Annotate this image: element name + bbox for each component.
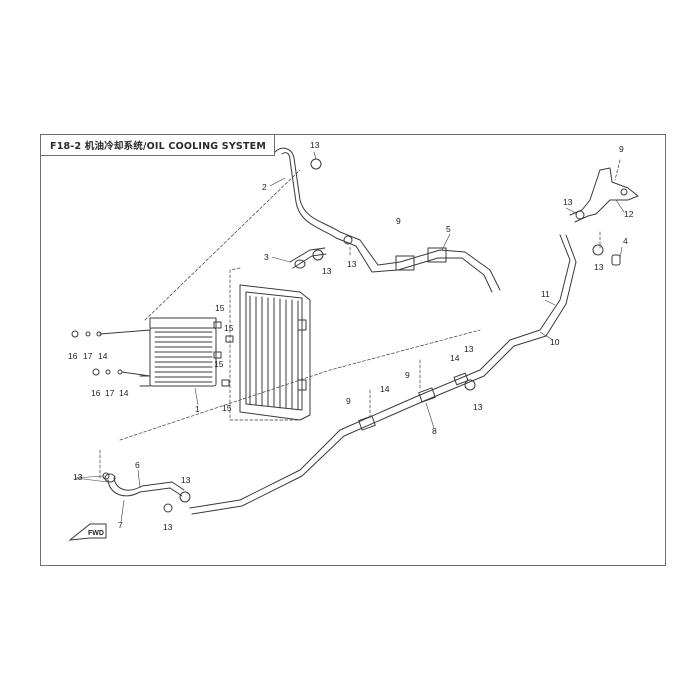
callout-13d: 13 xyxy=(563,197,573,207)
hose-6-7 xyxy=(104,473,185,497)
callout-17b: 17 xyxy=(105,388,115,398)
callout-6: 6 xyxy=(135,460,140,470)
oil-cooler-radiator xyxy=(139,317,217,387)
callout-15a: 15 xyxy=(215,303,225,313)
callout-9a: 9 xyxy=(396,216,401,226)
callout-16a: 16 xyxy=(68,351,78,361)
diagram-frame xyxy=(40,134,666,566)
callout-9d: 9 xyxy=(619,144,624,154)
radiator-panel xyxy=(239,284,311,421)
callout-14c: 14 xyxy=(450,353,460,363)
fwd-label: FWD xyxy=(88,530,104,537)
callout-13e: 13 xyxy=(594,262,604,272)
callout-14b: 14 xyxy=(119,388,129,398)
callout-14a: 14 xyxy=(98,351,108,361)
callout-8: 8 xyxy=(432,426,437,436)
callout-1: 1 xyxy=(195,404,200,414)
callout-16b: 16 xyxy=(91,388,101,398)
callout-5: 5 xyxy=(446,224,451,234)
bolt-4 xyxy=(611,254,621,266)
guide-radiator-box xyxy=(229,267,301,421)
diagram-title: F18-2 机油冷却系统/OIL COOLING SYSTEM xyxy=(40,134,275,156)
spacers-15 xyxy=(213,321,234,387)
callout-13b: 13 xyxy=(322,266,332,276)
callout-14d: 14 xyxy=(380,384,390,394)
callout-13c: 13 xyxy=(347,259,357,269)
callout-10: 10 xyxy=(550,337,560,347)
callout-2: 2 xyxy=(262,182,267,192)
callout-15c: 15 xyxy=(214,359,224,369)
callout-15b: 15 xyxy=(224,323,234,333)
callout-12: 12 xyxy=(624,209,634,219)
callout-labels: 1 2 3 4 5 6 7 8 9 9 9 9 10 11 12 13 13 1… xyxy=(68,140,634,532)
diagram-code: F18-2 xyxy=(50,141,82,152)
pipe-8-10 xyxy=(189,234,577,515)
callout-4: 4 xyxy=(623,236,628,246)
fittings-13 xyxy=(102,158,604,513)
callout-13g: 13 xyxy=(473,402,483,412)
hose-2 xyxy=(274,147,341,239)
dashed-guides xyxy=(99,159,621,481)
callout-7: 7 xyxy=(118,520,123,530)
diagram-title-text: 机油冷却系统/OIL COOLING SYSTEM xyxy=(84,141,266,152)
callout-15d: 15 xyxy=(222,403,232,413)
fwd-arrow-icon: FWD xyxy=(68,523,107,541)
callout-13i: 13 xyxy=(163,522,173,532)
hose-3 xyxy=(289,247,327,269)
callout-13h: 13 xyxy=(181,475,191,485)
callout-13a: 13 xyxy=(310,140,320,150)
guide-lower xyxy=(119,329,481,441)
bolts-left xyxy=(71,329,151,377)
callout-17a: 17 xyxy=(83,351,93,361)
guide-bolt-9d xyxy=(614,159,621,181)
callout-3: 3 xyxy=(264,252,269,262)
callout-11: 11 xyxy=(541,289,550,299)
callout-13j: 13 xyxy=(73,472,83,482)
guide-upper xyxy=(144,169,301,321)
pipe-5 xyxy=(335,231,501,293)
callout-9c: 9 xyxy=(346,396,351,406)
callout-9b: 9 xyxy=(405,370,410,380)
callout-13f: 13 xyxy=(464,344,474,354)
callout-leaders xyxy=(74,151,625,523)
